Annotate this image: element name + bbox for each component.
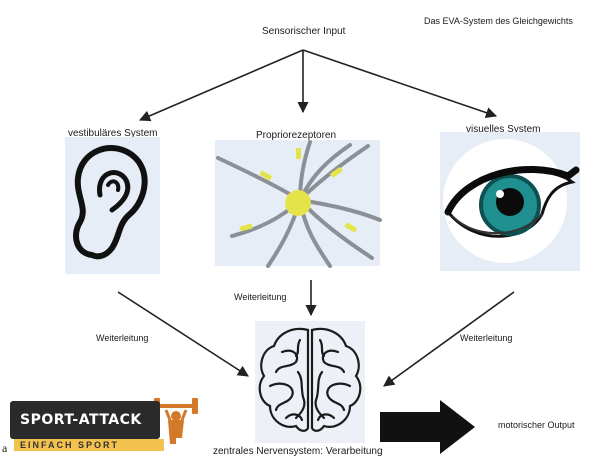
arrow-input-to-vestibular xyxy=(140,50,303,120)
logo-sub-text: EINFACH SPORT xyxy=(20,440,119,450)
corner-character: a xyxy=(2,441,7,456)
arrow-input-to-visual xyxy=(303,50,496,116)
logo-main-text: SPORT-ATTACK xyxy=(20,412,142,428)
ear-icon xyxy=(76,148,145,256)
neuron-highlights xyxy=(240,148,358,233)
arrow-visual-to-cns xyxy=(384,292,514,386)
brain-icon xyxy=(260,329,361,431)
eye-icon xyxy=(443,139,576,263)
output-arrow xyxy=(380,400,475,454)
arrow-vestibular-to-cns xyxy=(118,292,248,376)
sport-attack-logo: SPORT-ATTACK EINFACH SPORT xyxy=(10,401,200,451)
